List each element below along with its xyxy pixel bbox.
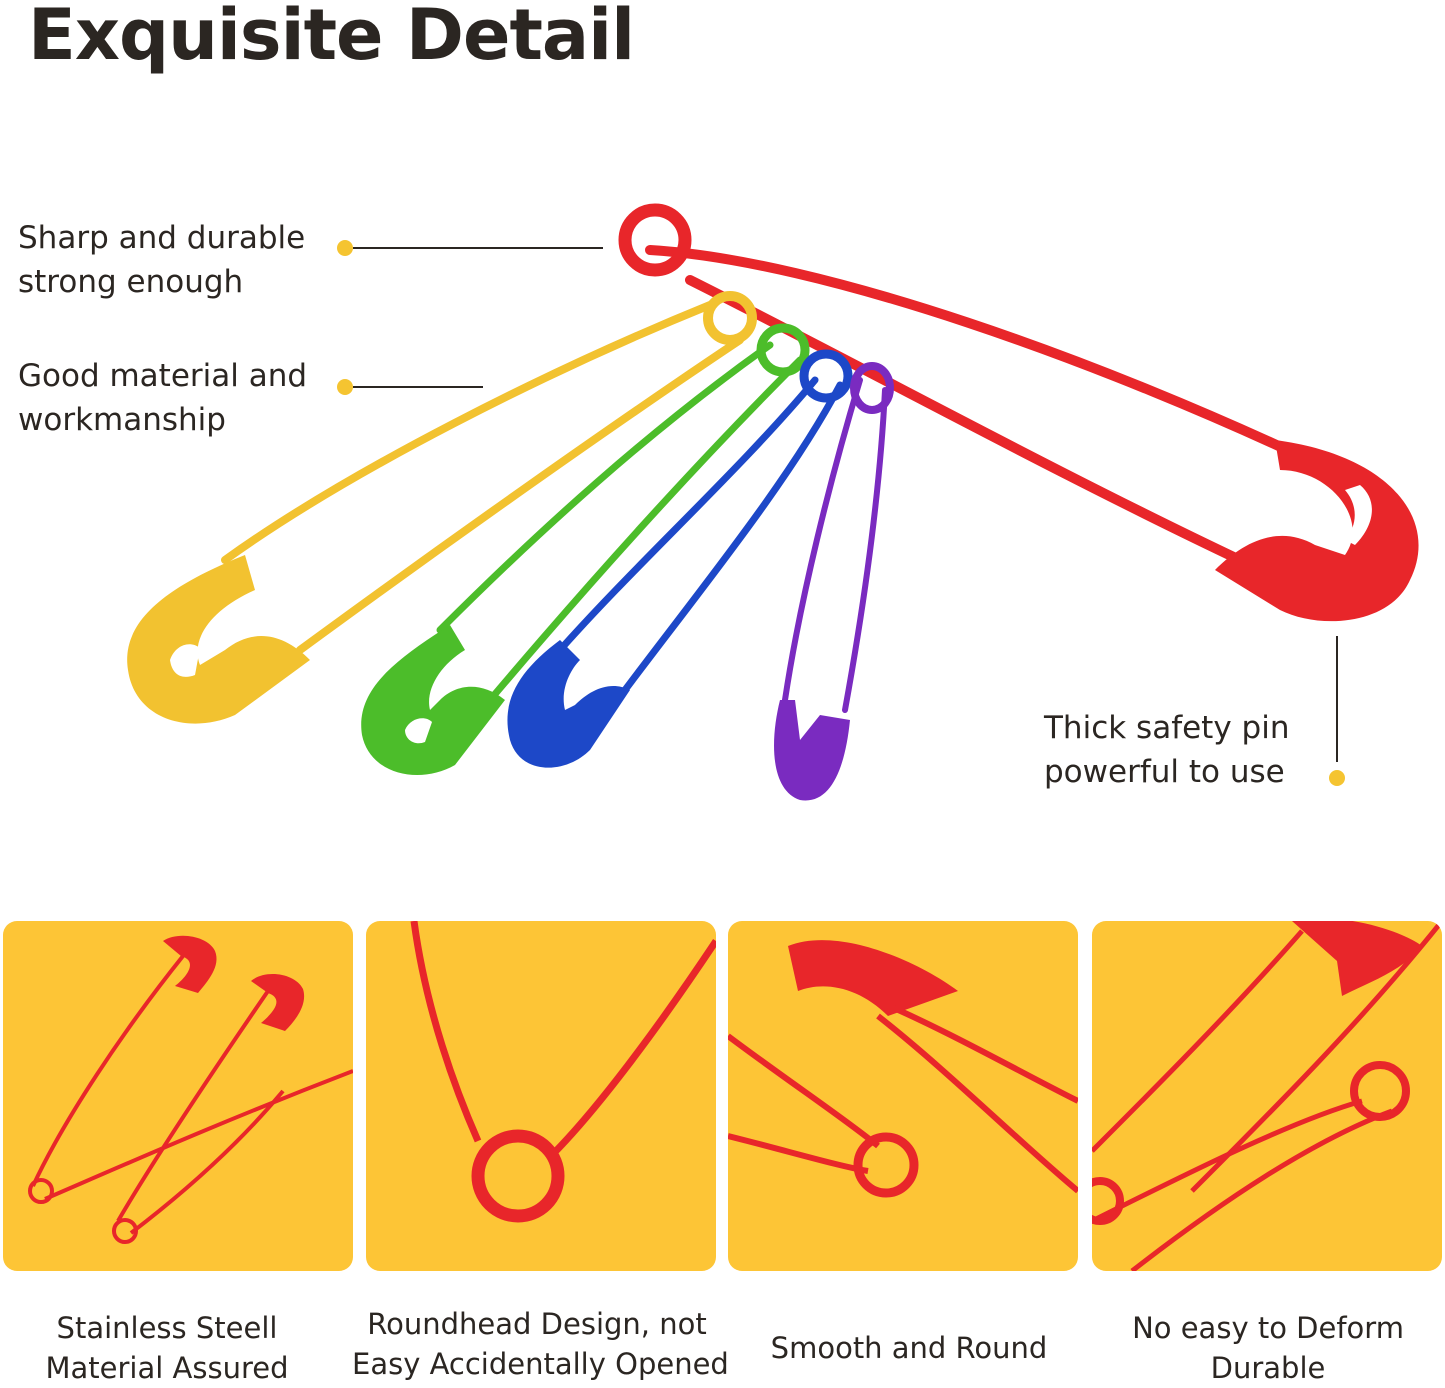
feature-caption-durable: No easy to Deform Durable xyxy=(1083,1308,1445,1388)
feature-caption-stainless: Stainless Steell Material Assured xyxy=(0,1308,352,1388)
page-title: Exquisite Detail xyxy=(28,0,635,76)
feature-caption-line1: No easy to Deform xyxy=(1132,1311,1404,1345)
callout-sharp-line2: strong enough xyxy=(18,264,244,300)
callout-sharp-dot xyxy=(337,240,353,256)
feature-caption-line2: Material Assured xyxy=(45,1351,289,1385)
callout-thick-line1: Thick safety pin xyxy=(1044,710,1290,746)
feature-panel-smooth xyxy=(728,921,1078,1271)
feature-caption-line1: Stainless Steell xyxy=(56,1311,278,1345)
callout-material-line1: Good material and xyxy=(18,358,308,394)
blue-pin-icon xyxy=(507,349,853,768)
smooth-clasp-icon xyxy=(728,940,1078,1198)
purple-pin-icon xyxy=(774,362,894,801)
callout-material-dot xyxy=(337,379,353,395)
feature-caption-roundhead: Roundhead Design, not Easy Accidentally … xyxy=(352,1304,729,1384)
callout-material: Good material and workmanship xyxy=(18,354,307,442)
callout-sharp-line1: Sharp and durable xyxy=(18,220,306,256)
feature-caption-line1: Smooth and Round xyxy=(770,1331,1048,1365)
callout-thick-dot xyxy=(1329,770,1345,786)
callout-thick: Thick safety pin powerful to use xyxy=(1044,706,1289,794)
callout-sharp-leader xyxy=(353,247,603,249)
feature-panel-roundhead xyxy=(366,921,716,1271)
callout-sharp: Sharp and durable strong enough xyxy=(18,216,305,304)
roundhead-coil-icon xyxy=(410,921,716,1223)
feature-caption-line2: Easy Accidentally Opened xyxy=(352,1347,729,1381)
feature-panel-durable xyxy=(1092,921,1442,1271)
colored-safety-pins-icon xyxy=(127,203,1419,801)
pin-closeup-icon xyxy=(1092,921,1442,1271)
callout-material-leader xyxy=(353,386,483,388)
red-pin-icon xyxy=(618,203,1419,622)
two-safety-pins-icon xyxy=(28,935,353,1244)
callout-thick-leader xyxy=(1336,636,1338,762)
feature-caption-line1: Roundhead Design, not xyxy=(367,1307,707,1341)
feature-caption-line2: Durable xyxy=(1210,1351,1326,1385)
feature-panel-stainless xyxy=(3,921,353,1271)
callout-material-line2: workmanship xyxy=(18,402,226,438)
green-pin-icon xyxy=(361,323,810,775)
feature-caption-smooth: Smooth and Round xyxy=(724,1328,1094,1368)
callout-thick-line2: powerful to use xyxy=(1044,754,1285,790)
gold-pin-icon xyxy=(127,291,757,724)
